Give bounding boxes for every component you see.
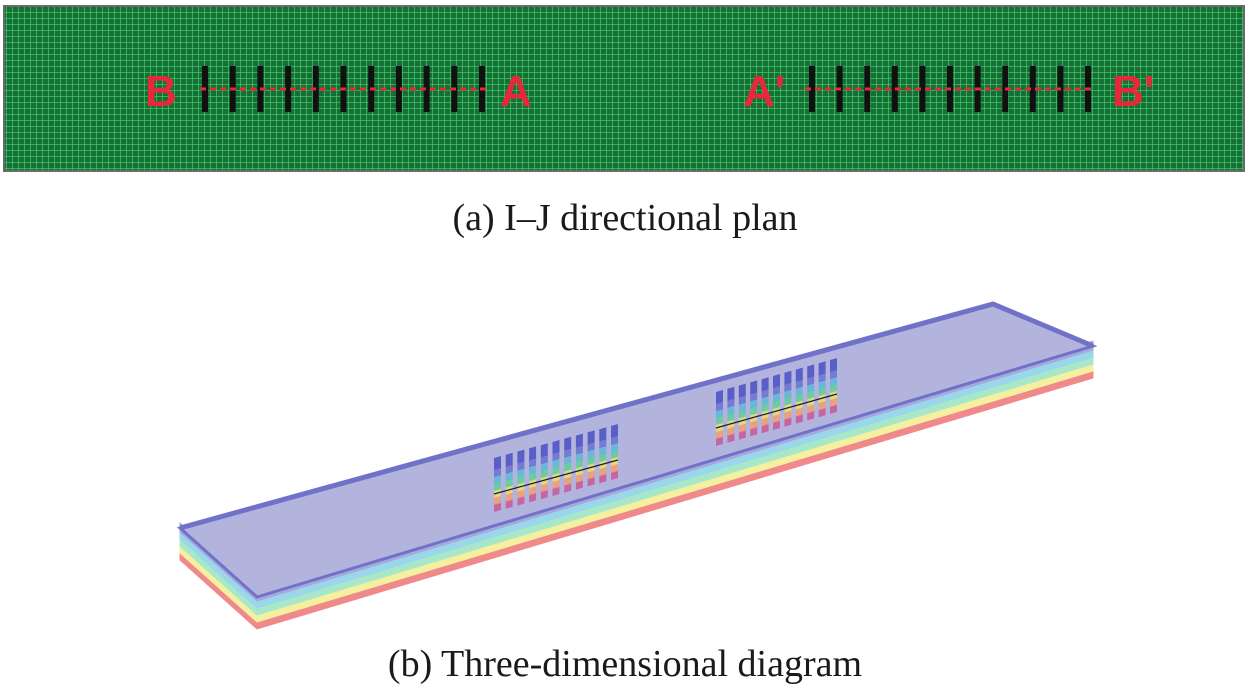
wall-panel [540,443,548,500]
wall-panel [773,374,780,430]
wall-block-left [493,424,619,512]
wall-panel [795,367,803,424]
label-b-prime: B' [1112,67,1154,116]
label-a: A [500,67,532,116]
label-b: B [145,67,177,116]
wall-panel [505,452,513,509]
wall-panel [727,386,735,443]
wall-panel [807,364,815,421]
slab-top-surface [176,302,1098,599]
wall-block-right [715,358,838,446]
wall-bar [919,66,926,112]
wall-panel [564,436,572,493]
soil-layers [179,340,1094,630]
wall-panel [750,380,758,437]
wall-panel [494,456,501,512]
label-a-prime: A' [743,67,785,116]
caption-b: (b) Three-dimensional diagram [387,643,863,685]
wall-bar [809,66,815,112]
wall-panel [599,427,607,484]
slab-top-edge [179,301,1094,531]
wall-bar [423,66,430,112]
wall-bar [891,66,898,112]
wall-bar [285,66,292,112]
soil-layer [179,340,1094,602]
plan-view-panel: B A A' B' [3,5,1245,172]
caption-a: (a) I–J directional plan [452,197,798,239]
wall-panel [784,370,792,427]
wall-panel [761,377,769,434]
wall-panel [517,449,525,506]
wall-panel [587,430,595,487]
wall-panel [575,433,583,490]
wall-bar [395,66,402,112]
wall-panel [818,361,826,418]
wall-bar [1029,66,1036,112]
wall-panel [552,440,560,496]
wall-panel [611,424,618,480]
wall-panel [529,446,537,503]
wall-panel [738,383,746,440]
wall-panel [716,390,723,446]
wall-panel [830,358,837,414]
